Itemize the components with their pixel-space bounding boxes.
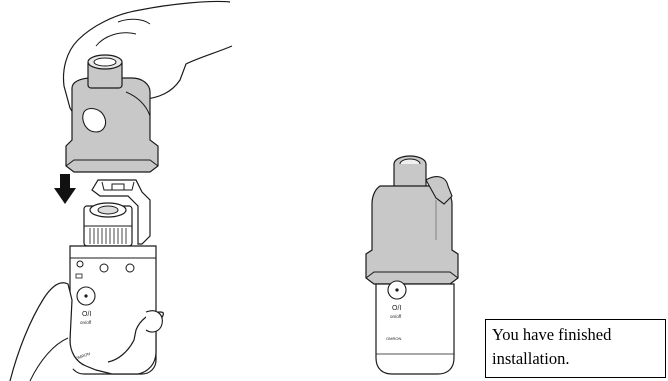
power-label: O/I (392, 305, 401, 312)
completion-message-line2: installation. (492, 347, 659, 371)
completion-message-box: You have finished installation. (485, 319, 666, 378)
completion-message-line1: You have finished (492, 323, 659, 347)
nebulizer-body-assembled (376, 284, 454, 374)
brand-mark: OMRON (386, 336, 401, 341)
power-label: O/I (82, 311, 91, 318)
installation-step-illustration: O/I on/off OMRON (0, 0, 330, 381)
power-sub-label: on/off (390, 314, 402, 319)
assembled-nebulizer-illustration: O/I on/off OMRON (340, 140, 480, 381)
power-sub-label: on/off (80, 320, 92, 325)
down-arrow-icon (54, 174, 76, 204)
